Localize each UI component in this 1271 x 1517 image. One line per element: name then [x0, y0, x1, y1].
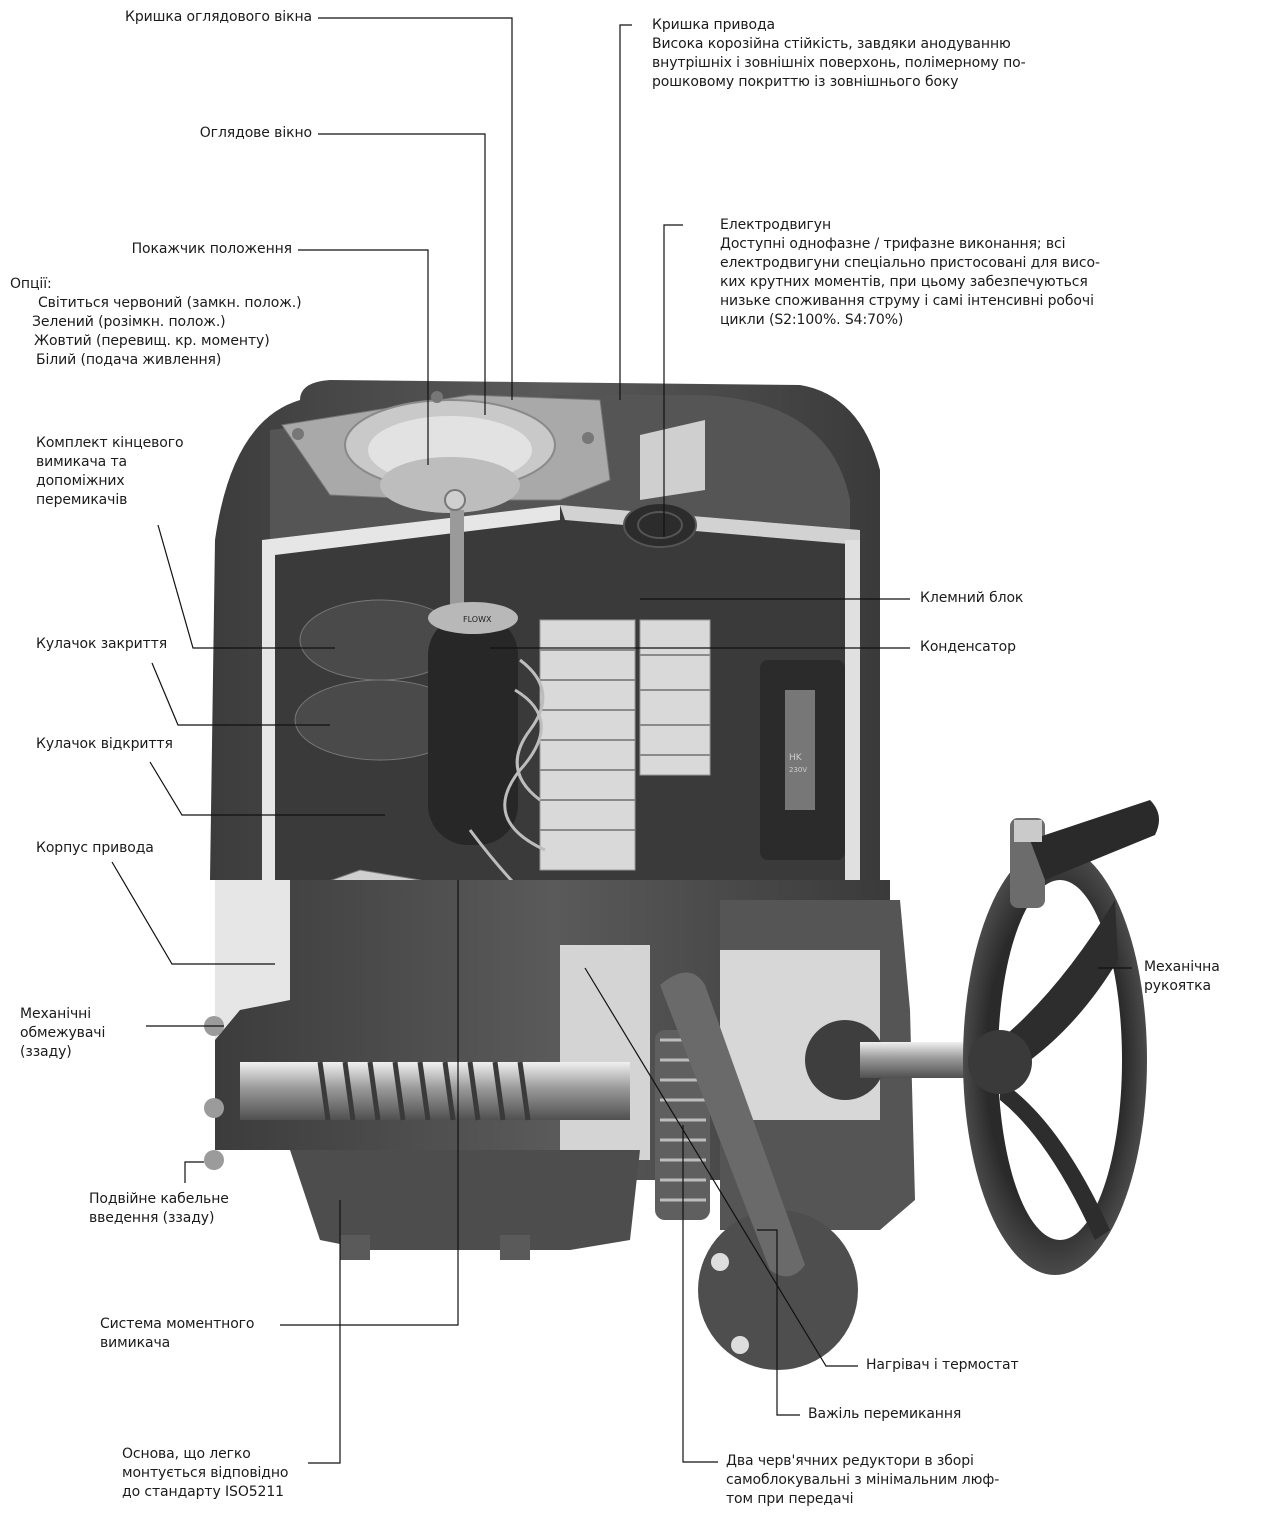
label-handwheel: Механічна рукоятка [1144, 959, 1220, 994]
label-torque-switch-system: Система моментного вимикача [100, 1316, 255, 1351]
leader-lines [111, 17, 1132, 1464]
motor-plate-hk: HK [789, 753, 803, 763]
terminal-blocks [539, 619, 711, 871]
label-options: Опції: Світиться червоний (замкн. полож.… [10, 276, 302, 368]
label-position-indicator: Покажчик положення [131, 241, 293, 257]
label-capacitor: Конденсатор [920, 639, 1016, 655]
label-double-cable-entry: Подвійне кабельне введення (ззаду) [89, 1191, 229, 1226]
label-mechanical-stops: Механічні обмежувачі (ззаду) [20, 1006, 106, 1060]
label-viewing-window: Оглядове вікно [199, 125, 312, 141]
label-electric-motor: Електродвигун Доступні однофазне / трифа… [720, 217, 1100, 328]
handwheel-drawing [963, 800, 1159, 1275]
label-actuator-body: Корпус привода [36, 840, 154, 856]
actuator-housing: HK 230V FLOWX [204, 380, 980, 1370]
label-close-cam: Кулачок закриття [36, 636, 168, 652]
label-limit-switch-kit: Комплект кінцевого вимикача та допоміжни… [36, 435, 184, 508]
label-worm-gears: Два черв'ячних редуктори в зборі самобло… [726, 1453, 1000, 1507]
label-mounting-base: Основа, що легко монтується відповідно д… [122, 1446, 289, 1500]
label-heater-thermostat: Нагрівач і термостат [866, 1357, 1019, 1373]
motor-plate-voltage: 230V [789, 766, 807, 774]
label-switch-lever: Важіль перемикання [808, 1406, 962, 1422]
capacitor-print: FLOWX [463, 615, 492, 624]
label-viewing-window-cover: Кришка оглядового вікна [125, 9, 312, 25]
label-open-cam: Кулачок відкриття [36, 736, 173, 752]
label-terminal-block: Клемний блок [920, 590, 1024, 606]
label-actuator-cover: Кришка привода Висока корозійна стійкіст… [652, 17, 1026, 90]
